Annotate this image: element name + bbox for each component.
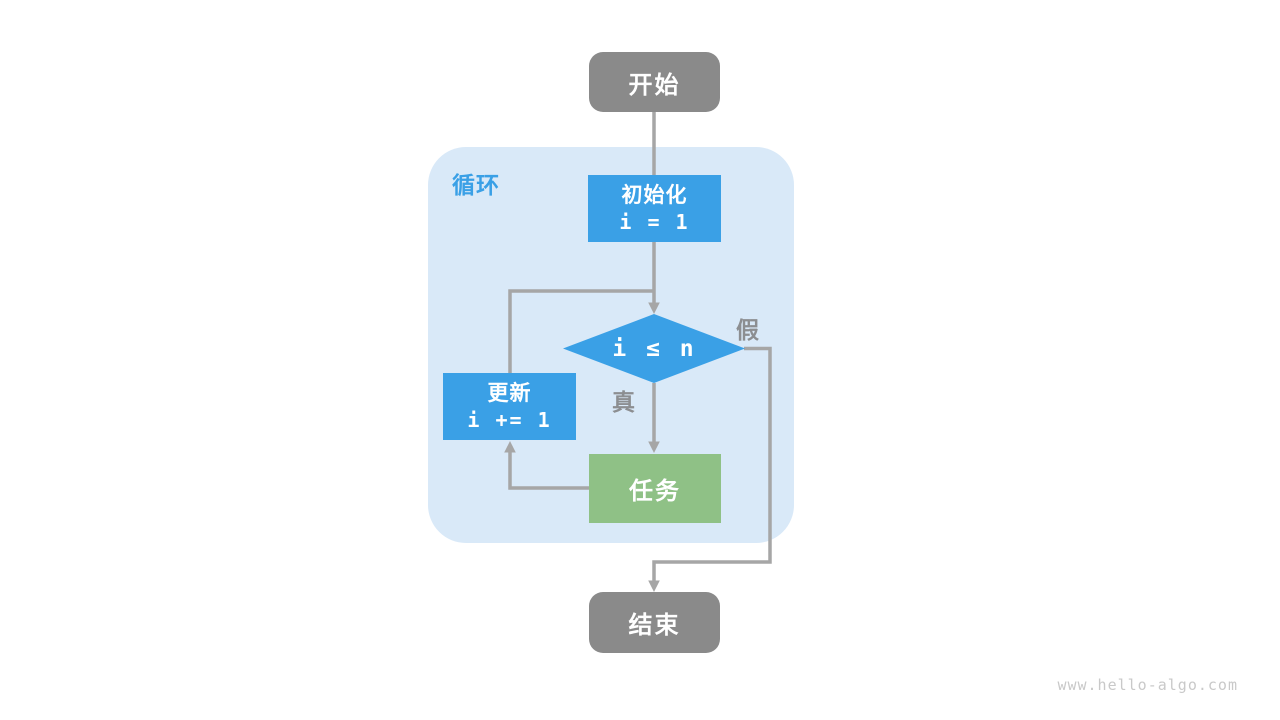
loop-scope-label: 循环 bbox=[452, 172, 500, 198]
false-branch-label: 假 bbox=[736, 317, 759, 343]
condition-diamond bbox=[563, 314, 745, 383]
task-node: 任务 bbox=[589, 454, 721, 523]
init-node-title: 初始化 bbox=[621, 183, 688, 207]
task-node-label: 任务 bbox=[629, 478, 681, 505]
true-branch-label: 真 bbox=[612, 389, 635, 415]
init-node-code: i = 1 bbox=[619, 210, 690, 235]
edge-task-to-update bbox=[508, 445, 589, 490]
condition-node-label: i ≤ n bbox=[564, 314, 745, 383]
edge-condition-to-end bbox=[652, 346, 772, 588]
end-node: 结束 bbox=[589, 592, 720, 653]
edge-update-loopback bbox=[508, 289, 654, 373]
update-node-code: i += 1 bbox=[467, 408, 552, 433]
update-node-title: 更新 bbox=[487, 381, 532, 405]
start-node-label: 开始 bbox=[628, 71, 681, 99]
arrowhead-task bbox=[648, 441, 660, 453]
condition-expression: i ≤ n bbox=[612, 335, 697, 362]
arrowhead-end bbox=[648, 580, 660, 592]
site-watermark: www.hello-algo.com bbox=[1057, 676, 1238, 694]
arrowhead-update bbox=[504, 441, 516, 453]
arrowhead-condition bbox=[648, 302, 660, 314]
start-node: 开始 bbox=[589, 52, 720, 112]
init-node: 初始化 i = 1 bbox=[588, 175, 721, 242]
end-node-label: 结束 bbox=[628, 612, 681, 639]
update-node: 更新 i += 1 bbox=[443, 373, 576, 440]
